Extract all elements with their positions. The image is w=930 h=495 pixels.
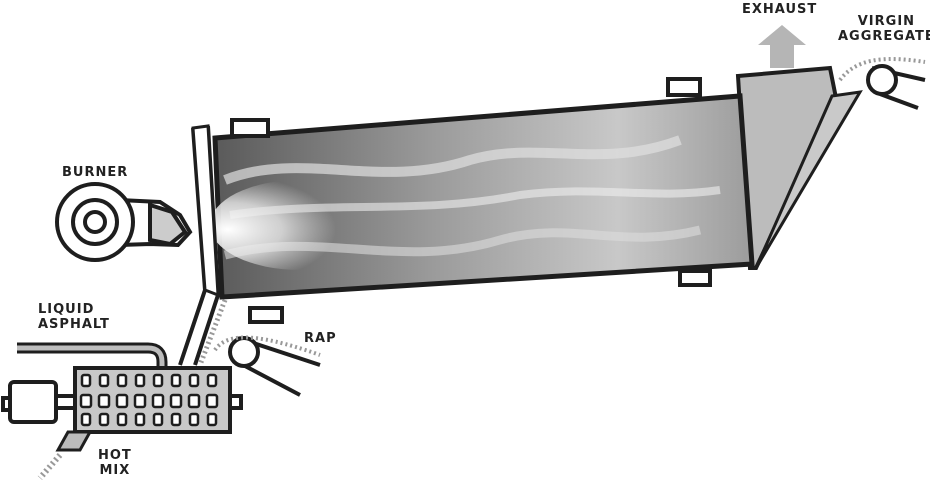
burner-label: BURNER	[62, 165, 129, 180]
mixer-paddle	[80, 412, 92, 427]
mixer-paddle	[80, 373, 92, 388]
pugmill-mixer	[73, 366, 232, 434]
feed-housing	[735, 65, 839, 270]
virgin-aggregate-label: VIRGIN AGGREGATE	[838, 14, 930, 44]
exhaust-label: EXHAUST	[742, 2, 818, 17]
mixer-paddle	[134, 373, 146, 388]
mixer-paddle	[206, 373, 218, 388]
mixer-paddle	[115, 393, 129, 409]
mixer-paddle	[97, 393, 111, 409]
mixer-paddle	[170, 373, 182, 388]
rap-label: RAP	[304, 331, 337, 346]
mixer-paddle	[116, 412, 128, 427]
mixer-paddle	[152, 373, 164, 388]
mixer-paddle	[205, 393, 219, 409]
mixer-paddle	[188, 373, 200, 388]
mixer-paddle	[152, 412, 164, 427]
mixer-paddle	[187, 393, 201, 409]
liquid-asphalt-label: LIQUID ASPHALT	[38, 302, 110, 332]
drum-tire	[678, 269, 712, 287]
mixer-paddle	[151, 393, 165, 409]
mixer-paddle	[98, 412, 110, 427]
hot-mix-label: HOT MIX	[98, 448, 132, 478]
mixer-paddle	[79, 393, 93, 409]
mixer-paddle	[134, 412, 146, 427]
rap-conveyor	[213, 335, 321, 397]
exhaust-arrow-icon	[758, 25, 806, 68]
mixer-paddle	[116, 373, 128, 388]
mixer-paddle	[169, 393, 183, 409]
mixer-paddle	[170, 412, 182, 427]
feed-chute	[754, 90, 863, 269]
virgin-aggregate-conveyor	[838, 57, 926, 110]
mixer-paddle	[133, 393, 147, 409]
drum-tire	[666, 77, 702, 97]
dryer-drum	[210, 93, 755, 300]
drum-tire	[230, 118, 270, 138]
drum-tire	[248, 306, 284, 324]
mixer-paddle	[206, 412, 218, 427]
hot-mix-chute	[55, 430, 93, 452]
mixer-paddle	[98, 373, 110, 388]
burner-icon	[55, 182, 193, 262]
mixer-paddle	[188, 412, 200, 427]
